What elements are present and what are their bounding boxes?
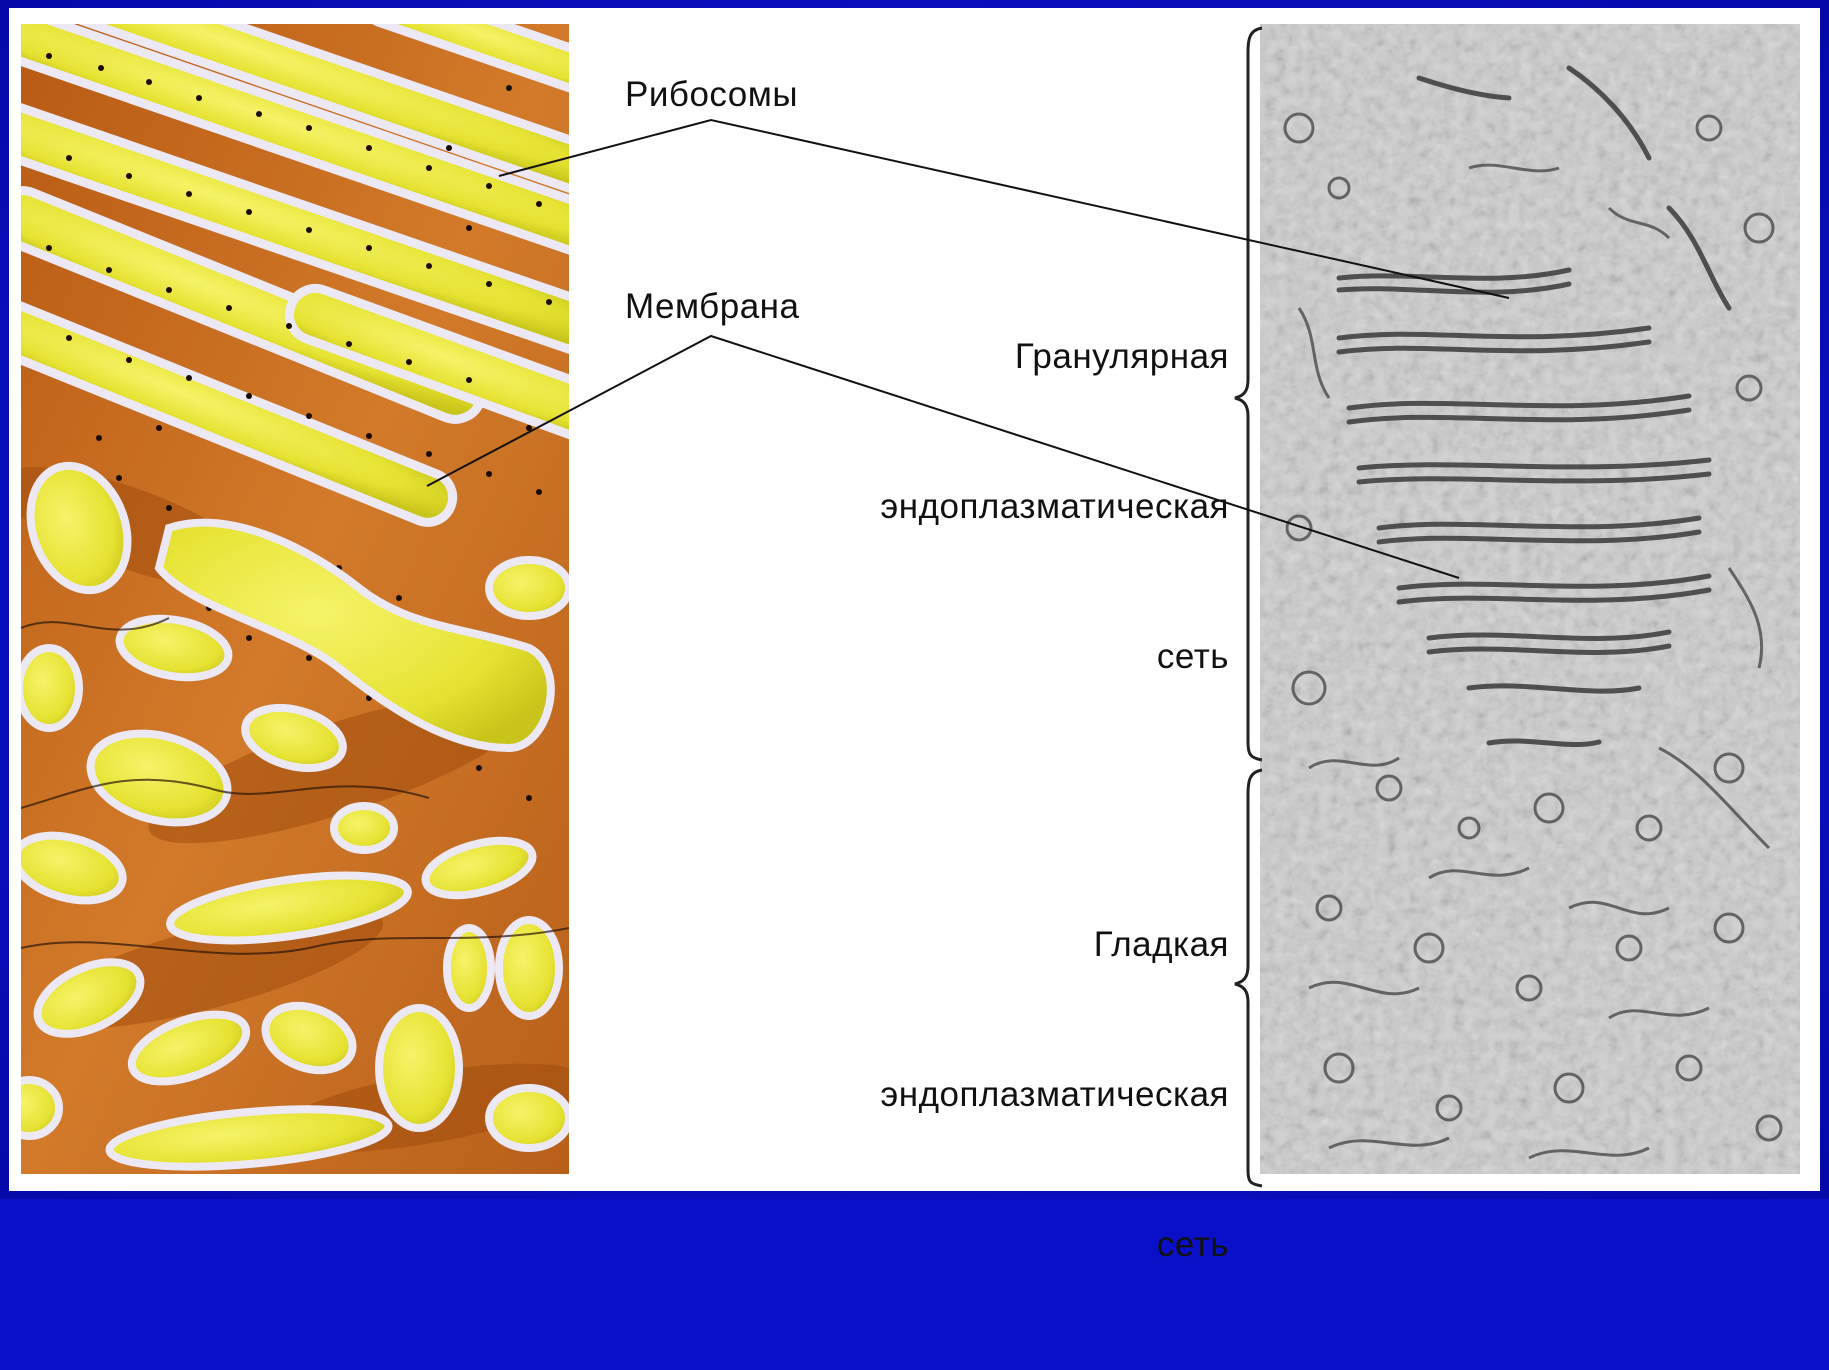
smooth-er-line-3: сеть xyxy=(880,1220,1229,1270)
ribosomes-label: Рибосомы xyxy=(625,70,798,120)
slide-sheet: Рибосомы Мембрана Гранулярная эндоплазма… xyxy=(9,8,1820,1191)
smooth-er-line-1: Гладкая xyxy=(880,920,1229,970)
membrane-label: Мембрана xyxy=(625,282,799,332)
brace-granular xyxy=(1235,28,1262,760)
slide-frame: Рибосомы Мембрана Гранулярная эндоплазма… xyxy=(0,0,1829,1199)
granular-er-line-2: эндоплазматическая xyxy=(880,482,1229,532)
brace-smooth xyxy=(1235,770,1262,1186)
er-illustration xyxy=(9,8,677,1176)
granular-er-line-1: Гранулярная xyxy=(880,332,1229,382)
er-micrograph xyxy=(1260,24,1800,1174)
smooth-er-line-2: эндоплазматическая xyxy=(880,1070,1229,1120)
smooth-er-label: Гладкая эндоплазматическая сеть xyxy=(880,820,1229,1370)
granular-er-label: Гранулярная эндоплазматическая сеть xyxy=(880,232,1229,782)
granular-er-line-3: сеть xyxy=(880,632,1229,682)
